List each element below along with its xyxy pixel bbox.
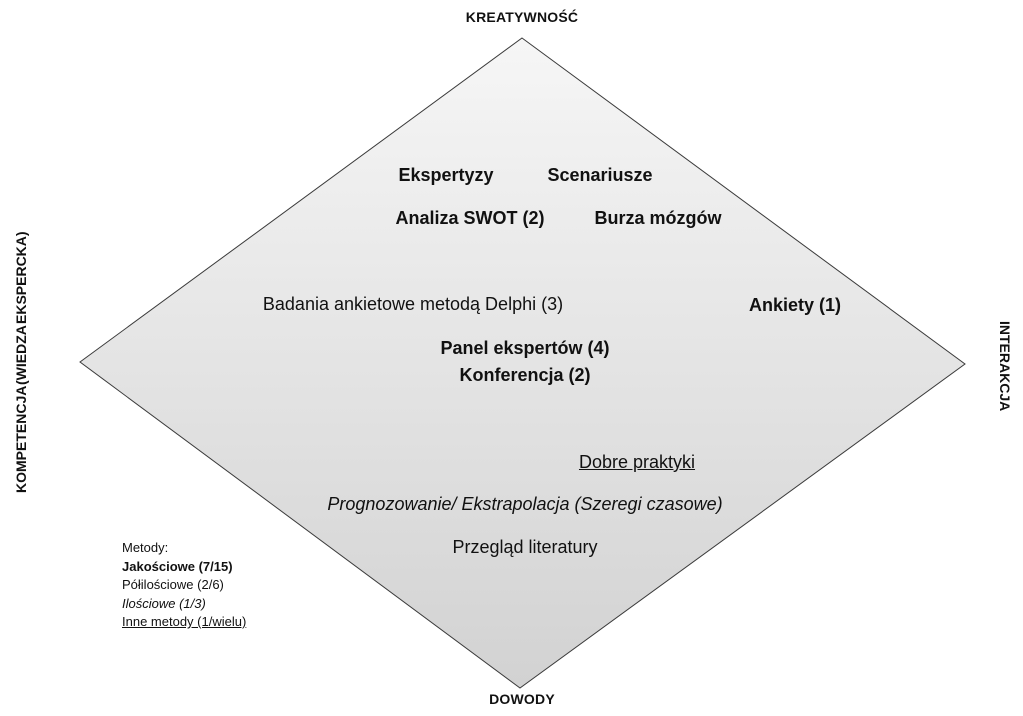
method-ankiety: Ankiety (1) (748, 295, 842, 315)
legend-other: Inne metody (1/wielu) (122, 614, 247, 629)
method-burza-mozgow: Burza mózgów (594, 208, 722, 228)
axis-left-line-1: KOMPETENCJA (13, 385, 29, 493)
axis-bottom-label: DOWODY (489, 691, 555, 707)
legend: Metody: Jakościowe (7/15) Półilościowe (… (122, 539, 246, 632)
method-konferencja: Konferencja (2) (459, 365, 591, 385)
method-ekspertyzy: Ekspertyzy (398, 165, 494, 185)
method-przeglad-literatury: Przegląd literatury (452, 537, 598, 557)
legend-title: Metody: (122, 540, 169, 555)
legend-quantitative: Ilościowe (1/3) (122, 595, 206, 611)
axis-left-label: KOMPETENCJA (WIEDZA EKSPERCKA) (12, 231, 30, 493)
legend-qualitative: Jakościowe (7/15) (122, 558, 233, 574)
axis-left-line-3: EKSPERCKA) (13, 231, 29, 324)
axis-left-line-2: (WIEDZA (13, 324, 29, 385)
method-scenariusze: Scenariusze (547, 165, 653, 185)
axis-right-label: INTERAKCJA (997, 320, 1013, 412)
method-swot: Analiza SWOT (2) (395, 208, 545, 228)
axis-top-label: KREATYWNOŚĆ (465, 9, 579, 25)
method-delphi: Badania ankietowe metodą Delphi (3) (262, 294, 564, 314)
method-prognozowanie: Prognozowanie/ Ekstrapolacja (Szeregi cz… (327, 494, 723, 514)
method-panel-ekspertow: Panel ekspertów (4) (440, 338, 610, 358)
diamond-shape (79, 37, 966, 689)
legend-semi-quantitative: Półilościowe (2/6) (122, 577, 224, 592)
method-dobre-praktyki: Dobre praktyki (578, 452, 696, 472)
